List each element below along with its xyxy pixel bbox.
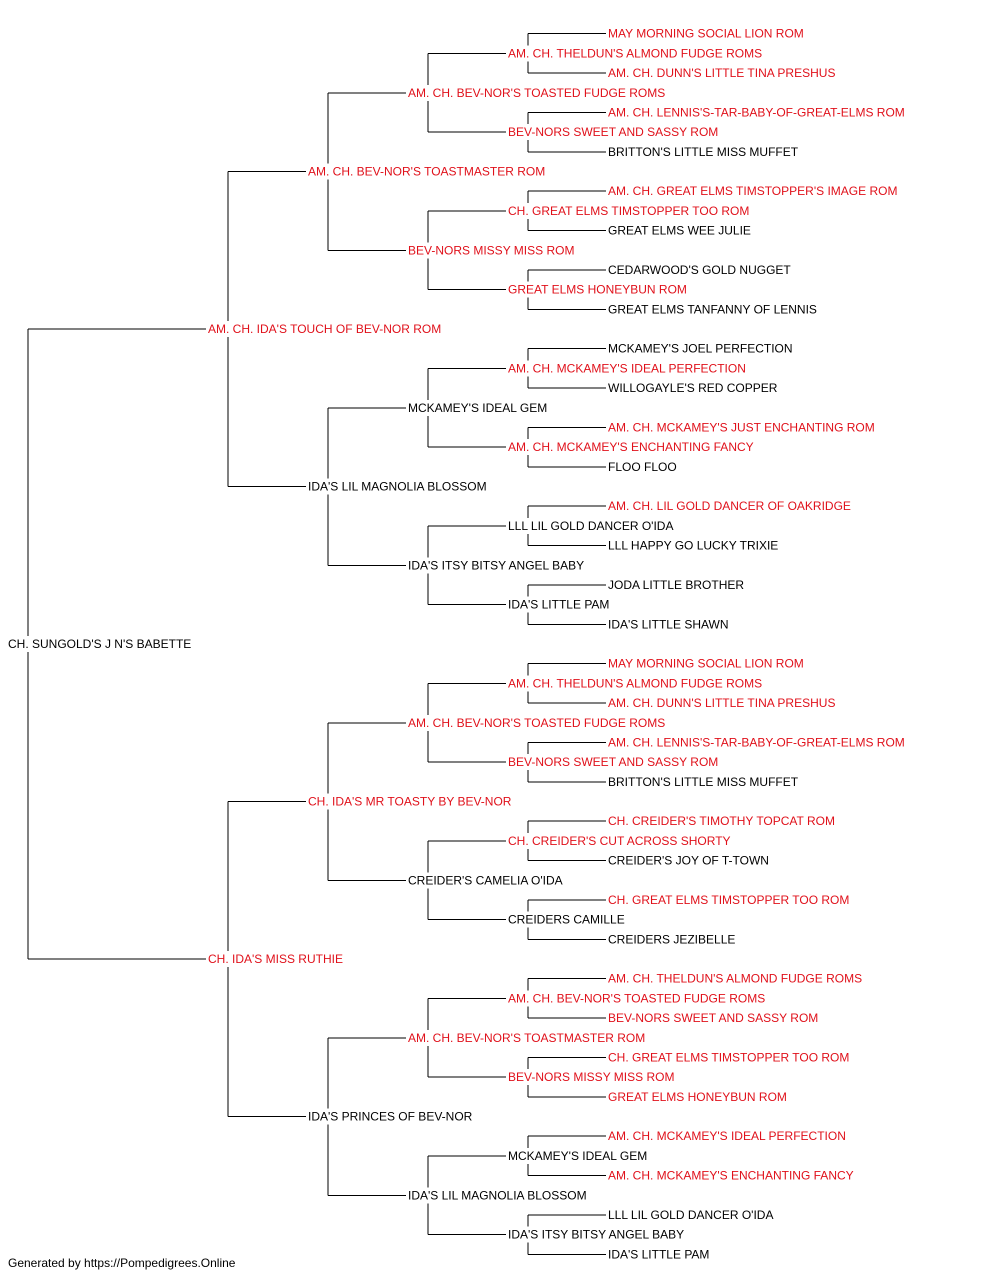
- dog-name-dam-dam-sire-sire: AM. CH. BEV-NOR'S TOASTED FUDGE ROMS: [508, 991, 765, 1005]
- dog-name-sire-sire-sire-sire: AM. CH. THELDUN'S ALMOND FUDGE ROMS: [508, 46, 762, 60]
- dog-name-sire-sire-dam-sire-sire: AM. CH. GREAT ELMS TIMSTOPPER'S IMAGE RO…: [608, 184, 897, 198]
- dog-name-sire: AM. CH. IDA'S TOUCH OF BEV-NOR ROM: [208, 322, 441, 336]
- dog-name-sire-sire-sire-dam: BEV-NORS SWEET AND SASSY ROM: [508, 125, 718, 139]
- dog-name-sire-dam-sire-sire: AM. CH. MCKAMEY'S IDEAL PERFECTION: [508, 361, 746, 375]
- dog-name-sire-dam-dam-sire: LLL LIL GOLD DANCER O'IDA: [508, 519, 673, 533]
- dog-name-dam-sire-dam-dam: CREIDERS CAMILLE: [508, 913, 625, 927]
- dog-name-sire-dam-dam-dam: IDA'S LITTLE PAM: [508, 598, 609, 612]
- dog-name-sire-dam-dam-sire-sire: AM. CH. LIL GOLD DANCER OF OAKRIDGE: [608, 499, 851, 513]
- dog-name-sire-sire-sire-sire-sire: MAY MORNING SOCIAL LION ROM: [608, 27, 804, 41]
- dog-name-sire-sire-dam-dam-sire: CEDARWOOD'S GOLD NUGGET: [608, 263, 791, 277]
- dog-name-sire-sire-dam-dam-dam: GREAT ELMS TANFANNY OF LENNIS: [608, 302, 817, 316]
- dog-name-sire-dam-sire-sire-dam: WILLOGAYLE'S RED COPPER: [608, 381, 778, 395]
- dog-name-sire-sire-dam: BEV-NORS MISSY MISS ROM: [408, 243, 574, 257]
- dog-name-sire-sire-dam-sire: CH. GREAT ELMS TIMSTOPPER TOO ROM: [508, 204, 749, 218]
- dog-name-sire-dam-sire-dam: AM. CH. MCKAMEY'S ENCHANTING FANCY: [508, 440, 754, 454]
- dog-name-dam-dam-dam: IDA'S LIL MAGNOLIA BLOSSOM: [408, 1188, 587, 1202]
- dog-name-dam-sire-sire: AM. CH. BEV-NOR'S TOASTED FUDGE ROMS: [408, 716, 665, 730]
- dog-name-dam-sire-dam-sire-dam: CREIDER'S JOY OF T-TOWN: [608, 854, 769, 868]
- dog-name-dam-dam-sire: AM. CH. BEV-NOR'S TOASTMASTER ROM: [408, 1031, 645, 1045]
- dog-name-dam-sire-sire-dam-dam: BRITTON'S LITTLE MISS MUFFET: [608, 775, 799, 789]
- dog-name-dam-sire-sire-sire: AM. CH. THELDUN'S ALMOND FUDGE ROMS: [508, 676, 762, 690]
- dog-name-dam-sire-sire-sire-dam: AM. CH. DUNN'S LITTLE TINA PRESHUS: [608, 696, 835, 710]
- dog-name-sire-dam-dam-sire-dam: LLL HAPPY GO LUCKY TRIXIE: [608, 539, 778, 553]
- dog-name-dam-dam-dam-dam-sire: LLL LIL GOLD DANCER O'IDA: [608, 1208, 773, 1222]
- dog-name-sire-dam-sire: MCKAMEY'S IDEAL GEM: [408, 401, 547, 415]
- dog-name-sire-sire-sire-sire-dam: AM. CH. DUNN'S LITTLE TINA PRESHUS: [608, 66, 835, 80]
- dog-name-dam-dam-sire-sire-sire: AM. CH. THELDUN'S ALMOND FUDGE ROMS: [608, 972, 862, 986]
- dog-name-dam-dam-sire-dam-sire: CH. GREAT ELMS TIMSTOPPER TOO ROM: [608, 1050, 849, 1064]
- dog-name-dam-dam: IDA'S PRINCES OF BEV-NOR: [308, 1110, 473, 1124]
- dog-name-dam-sire-dam-sire: CH. CREIDER'S CUT ACROSS SHORTY: [508, 834, 731, 848]
- dog-name-dam-dam-dam-dam-dam: IDA'S LITTLE PAM: [608, 1247, 709, 1261]
- dog-name-sire-dam-sire-dam-sire: AM. CH. MCKAMEY'S JUST ENCHANTING ROM: [608, 420, 875, 434]
- dog-name-dam-dam-sire-dam-dam: GREAT ELMS HONEYBUN ROM: [608, 1090, 787, 1104]
- dog-name-dam-dam-sire-sire-dam: BEV-NORS SWEET AND SASSY ROM: [608, 1011, 818, 1025]
- dog-name-sire-sire-sire-dam-dam: BRITTON'S LITTLE MISS MUFFET: [608, 145, 799, 159]
- dog-name-sire-dam-dam-dam-dam: IDA'S LITTLE SHAWN: [608, 617, 729, 631]
- dog-name-dam: CH. IDA'S MISS RUTHIE: [208, 952, 343, 966]
- dog-name-dam-sire-sire-dam-sire: AM. CH. LENNIS'S-TAR-BABY-OF-GREAT-ELMS …: [608, 735, 905, 749]
- dog-name-sire-dam-dam: IDA'S ITSY BITSY ANGEL BABY: [408, 558, 584, 572]
- dog-name-dam-sire-dam-sire-sire: CH. CREIDER'S TIMOTHY TOPCAT ROM: [608, 814, 835, 828]
- dog-name-dam-dam-sire-dam: BEV-NORS MISSY MISS ROM: [508, 1070, 674, 1084]
- dog-name-dam-dam-dam-sire-sire: AM. CH. MCKAMEY'S IDEAL PERFECTION: [608, 1129, 846, 1143]
- dog-name-dam-sire-sire-dam: BEV-NORS SWEET AND SASSY ROM: [508, 755, 718, 769]
- dog-name-sire-sire: AM. CH. BEV-NOR'S TOASTMASTER ROM: [308, 165, 545, 179]
- dog-name-sire-sire-sire-dam-sire: AM. CH. LENNIS'S-TAR-BABY-OF-GREAT-ELMS …: [608, 105, 905, 119]
- footer-credit: Generated by https://Pompedigrees.Online: [8, 1256, 236, 1270]
- dog-name-dam-sire-dam: CREIDER'S CAMELIA O'IDA: [408, 873, 563, 887]
- dog-name-sire-dam-sire-sire-sire: MCKAMEY'S JOEL PERFECTION: [608, 342, 793, 356]
- dog-name-dam-dam-dam-sire: MCKAMEY'S IDEAL GEM: [508, 1149, 647, 1163]
- dog-name-subject: CH. SUNGOLD'S J N'S BABETTE: [8, 637, 191, 651]
- dog-name-dam-dam-dam-dam: IDA'S ITSY BITSY ANGEL BABY: [508, 1228, 684, 1242]
- dog-name-sire-sire-sire: AM. CH. BEV-NOR'S TOASTED FUDGE ROMS: [408, 86, 665, 100]
- dog-name-dam-sire-dam-dam-sire: CH. GREAT ELMS TIMSTOPPER TOO ROM: [608, 893, 849, 907]
- dog-name-sire-dam-dam-dam-sire: JODA LITTLE BROTHER: [608, 578, 744, 592]
- dog-name-sire-dam-sire-dam-dam: FLOO FLOO: [608, 460, 677, 474]
- dog-name-dam-dam-dam-sire-dam: AM. CH. MCKAMEY'S ENCHANTING FANCY: [608, 1169, 854, 1183]
- dog-name-sire-dam: IDA'S LIL MAGNOLIA BLOSSOM: [308, 480, 487, 494]
- dog-name-dam-sire-dam-dam-dam: CREIDERS JEZIBELLE: [608, 932, 735, 946]
- dog-name-dam-sire-sire-sire-sire: MAY MORNING SOCIAL LION ROM: [608, 657, 804, 671]
- dog-name-sire-sire-dam-dam: GREAT ELMS HONEYBUN ROM: [508, 283, 687, 297]
- dog-name-dam-sire: CH. IDA'S MR TOASTY BY BEV-NOR: [308, 795, 512, 809]
- dog-name-sire-sire-dam-sire-dam: GREAT ELMS WEE JULIE: [608, 224, 751, 238]
